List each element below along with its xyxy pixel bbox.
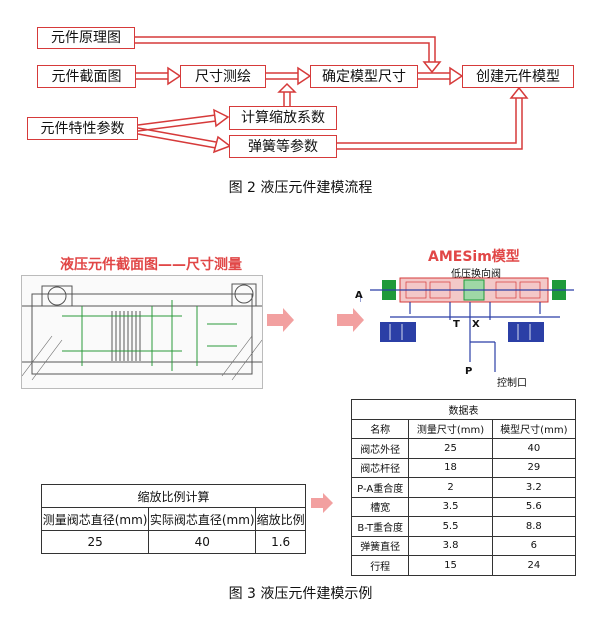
table-cell: 阀芯杆径 (350, 457, 410, 478)
arrow-to-data-table (311, 493, 333, 513)
amesim-port-x: X (472, 319, 480, 330)
node-scale-calc: 计算缩放系数 (229, 106, 337, 130)
node-section: 元件截面图 (37, 65, 136, 88)
table-cell: P-A重合度 (350, 477, 410, 498)
scale-table-title: 缩放比例计算 (41, 484, 306, 508)
scale-cell-actual: 40 (148, 530, 257, 554)
arrow-props-spring (137, 127, 217, 149)
amesim-port-control: 控制口 (497, 378, 527, 389)
arrow-spring-create (336, 98, 523, 150)
node-measure: 尺寸测绘 (180, 65, 266, 88)
node-principle: 元件原理图 (37, 27, 135, 49)
node-properties: 元件特性参数 (27, 117, 138, 140)
flow-arrows (135, 36, 529, 154)
node-spring: 弹簧等参数 (229, 135, 337, 158)
scale-cell-ratio: 1.6 (255, 530, 306, 554)
data-header-measured: 测量尺寸(mm) (408, 418, 493, 439)
arrow-scale-determine (283, 92, 291, 106)
table-cell: 15 (408, 555, 493, 576)
node-determine: 确定模型尺寸 (310, 65, 418, 88)
scale-header-measured: 测量阀芯直径(mm) (40, 507, 150, 531)
table-cell: 阀芯外径 (350, 438, 410, 459)
table-cell: 槽宽 (350, 496, 410, 517)
section-drawing-title: 液压元件截面图——尺寸测量 (60, 257, 242, 273)
table-cell: 2 (408, 477, 493, 498)
data-header-name: 名称 (350, 418, 410, 439)
arrow-measure-determine (266, 72, 298, 80)
amesim-title: AMESim模型 (428, 249, 520, 265)
arrow-props-scale (137, 114, 217, 132)
amesim-port-t: T (453, 319, 460, 330)
figure-2-caption: 图 2 液压元件建模流程 (228, 180, 373, 196)
table-cell: 5.6 (491, 496, 577, 517)
arrow-to-amesim-1 (267, 308, 294, 332)
table-cell: 3.5 (408, 496, 493, 517)
scale-header-actual: 实际阀芯直径(mm) (148, 507, 257, 531)
table-cell: 3.8 (408, 535, 493, 556)
arrow-determine-create (418, 72, 450, 80)
figure-3-caption: 图 3 液压元件建模示例 (228, 586, 373, 602)
table-cell: 40 (491, 438, 577, 459)
table-cell: 行程 (350, 555, 410, 576)
table-cell: 3.2 (491, 477, 577, 498)
table-cell: 8.8 (491, 516, 577, 537)
amesim-port-p: P (465, 366, 473, 377)
table-cell: 25 (408, 438, 493, 459)
node-create: 创建元件模型 (462, 65, 574, 88)
data-header-model: 模型尺寸(mm) (491, 418, 577, 439)
table-cell: 6 (491, 535, 577, 556)
table-cell: 18 (408, 457, 493, 478)
arrow-section-measure (136, 72, 168, 80)
data-table-title: 数据表 (351, 399, 576, 420)
section-drawing (21, 275, 263, 389)
scale-cell-measured: 25 (40, 530, 150, 554)
amesim-valve-label: 低压换向阀 (451, 269, 501, 280)
table-cell: B-T重合度 (350, 516, 410, 537)
amesim-model (360, 277, 574, 372)
amesim-port-a: A (355, 290, 363, 301)
table-cell: 24 (491, 555, 577, 576)
section-drawing-art (22, 283, 262, 381)
table-cell: 29 (491, 457, 577, 478)
table-cell: 弹簧直径 (350, 535, 410, 556)
scale-table: 缩放比例计算 测量阀芯直径(mm) 实际阀芯直径(mm) 缩放比例 25 40 … (40, 484, 306, 554)
arrow-principle-create (135, 36, 436, 62)
scale-header-ratio: 缩放比例 (255, 507, 306, 531)
table-cell: 5.5 (408, 516, 493, 537)
arrow-to-amesim-2 (337, 308, 364, 332)
